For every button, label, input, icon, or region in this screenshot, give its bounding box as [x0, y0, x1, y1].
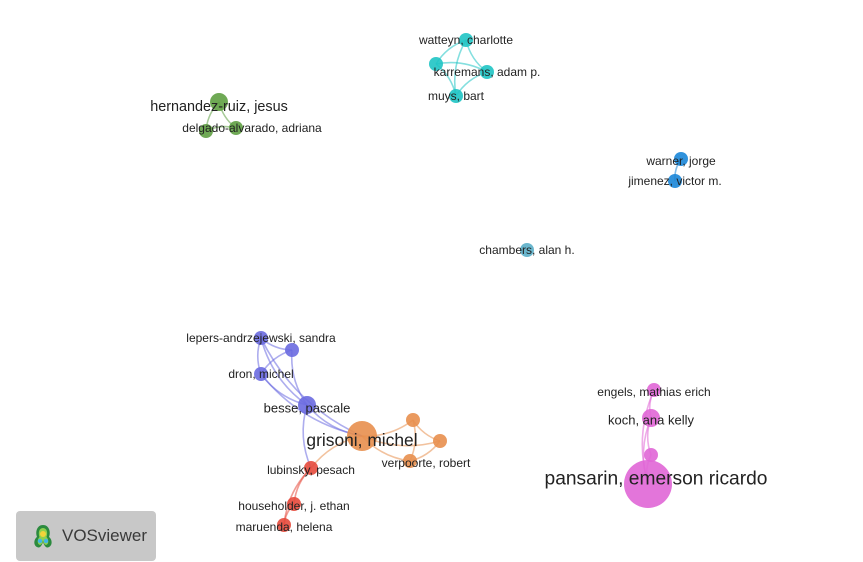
label-engels[interactable]: engels, mathias erich — [597, 385, 710, 399]
link-lepers-grisoni — [260, 337, 363, 437]
node-householder[interactable] — [287, 497, 301, 511]
labels-layer: hernandez-ruiz, jesus delgado-alvarado, a… — [150, 33, 767, 534]
node-maruenda[interactable] — [277, 518, 291, 532]
label-lubinsky[interactable]: lubinsky, pesach — [267, 463, 355, 477]
label-koch[interactable]: koch, ana kelly — [608, 413, 694, 428]
node-delgado[interactable] — [229, 121, 243, 135]
node-dron[interactable] — [254, 367, 268, 381]
node-pink3[interactable] — [644, 448, 658, 462]
node-chambers[interactable] — [520, 243, 534, 257]
node-verpoorte[interactable] — [403, 454, 417, 468]
nodes-layer — [199, 33, 688, 532]
vosviewer-badge[interactable]: VOSviewer — [16, 511, 156, 561]
label-hernandez[interactable]: hernandez-ruiz, jesus — [150, 99, 288, 115]
label-lepers[interactable]: lepers-andrzejewski, sandra — [186, 331, 336, 345]
label-pansarin[interactable]: pansarin, emerson ricardo — [545, 469, 768, 490]
node-koch[interactable] — [642, 409, 660, 427]
node-lubinsky[interactable] — [304, 461, 318, 475]
label-delgado[interactable]: delgado-alvarado, adriana — [182, 121, 322, 135]
node-besse[interactable] — [298, 396, 316, 414]
label-maruenda[interactable]: maruenda, helena — [236, 520, 333, 534]
label-watteyn[interactable]: watteyn, charlotte — [418, 33, 513, 47]
label-jimenez[interactable]: jimenez, victor m. — [627, 174, 721, 188]
label-chambers[interactable]: chambers, alan h. — [479, 243, 574, 257]
node-grisoni[interactable] — [347, 421, 377, 451]
app-name: VOSviewer — [62, 526, 148, 545]
node-lepers[interactable] — [254, 331, 268, 345]
label-verpoorte[interactable]: verpoorte, robert — [382, 456, 471, 470]
label-muys[interactable]: muys, bart — [428, 89, 485, 103]
label-karremans[interactable]: karremans, adam p. — [434, 65, 541, 79]
node-engels[interactable] — [647, 383, 661, 397]
vosviewer-logo-icon — [34, 525, 52, 548]
label-grisoni[interactable]: grisoni, michel — [306, 430, 417, 450]
node-pansarin[interactable] — [624, 460, 672, 508]
label-dron[interactable]: dron, michel — [228, 367, 293, 381]
node-orange3[interactable] — [406, 413, 420, 427]
node-cyan4[interactable] — [429, 57, 443, 71]
node-karremans[interactable] — [480, 65, 494, 79]
node-green3[interactable] — [199, 124, 213, 138]
node-purple2[interactable] — [285, 343, 299, 357]
node-jimenez[interactable] — [668, 174, 682, 188]
node-watteyn[interactable] — [459, 33, 473, 47]
label-warner[interactable]: warner, jorge — [645, 154, 716, 168]
label-besse[interactable]: besse, pascale — [264, 401, 351, 416]
node-hernandez[interactable] — [210, 93, 228, 111]
label-householder[interactable]: householder, j. ethan — [238, 499, 349, 513]
node-muys[interactable] — [449, 89, 463, 103]
node-orange4[interactable] — [433, 434, 447, 448]
node-warner[interactable] — [674, 152, 688, 166]
